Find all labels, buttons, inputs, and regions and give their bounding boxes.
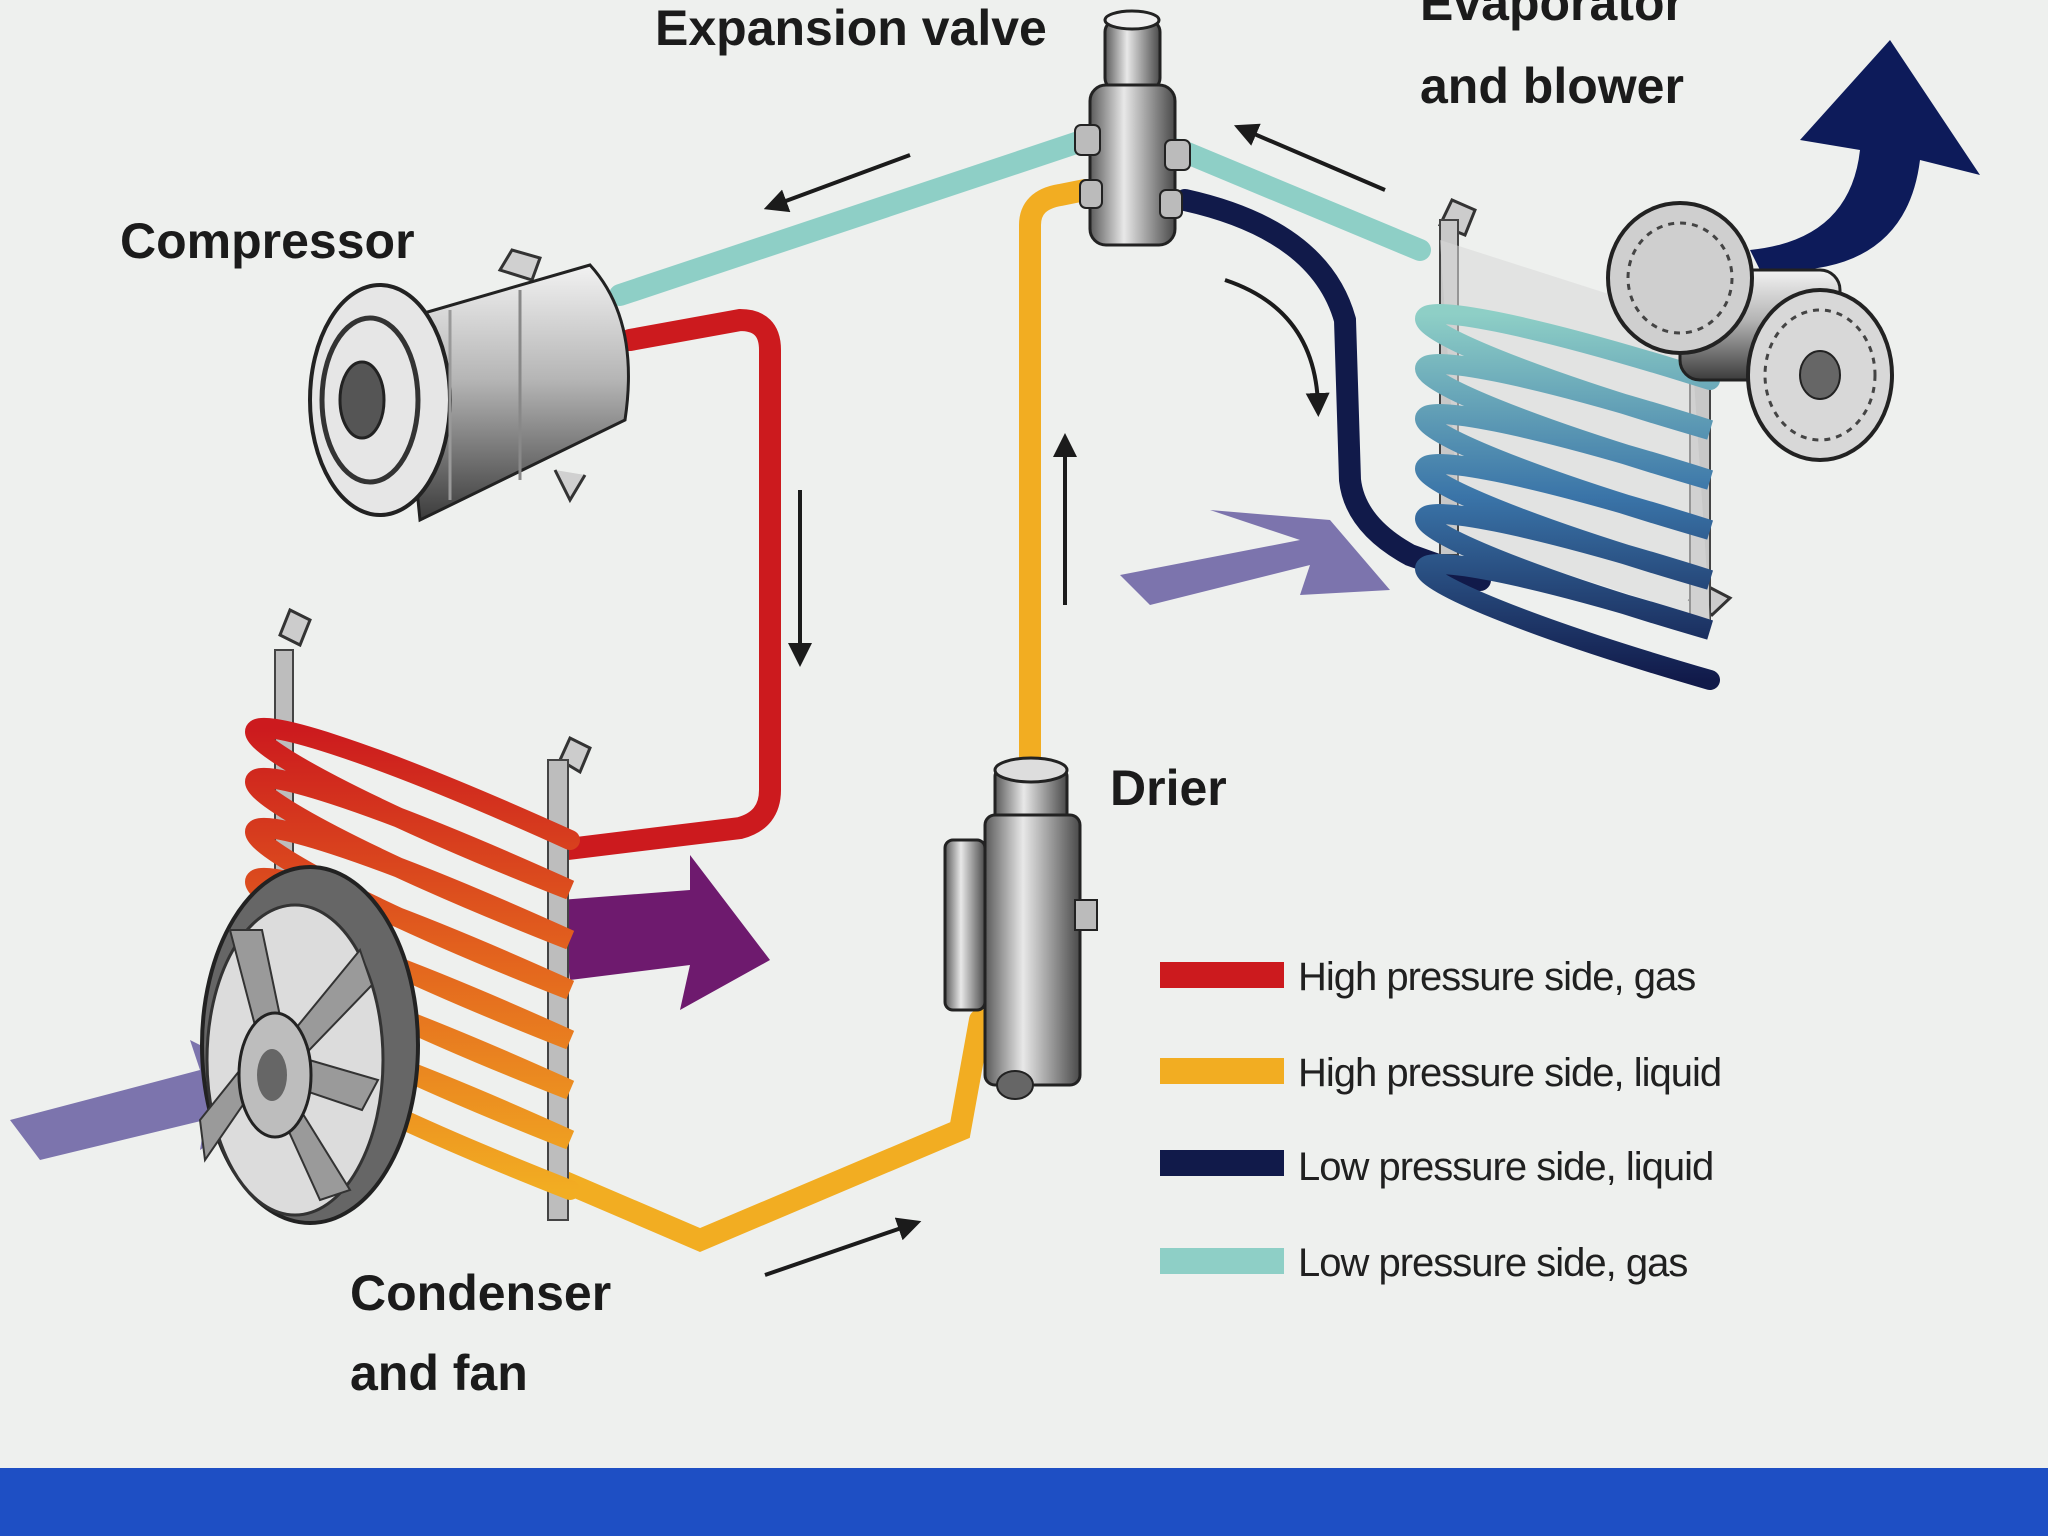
footer-bar [0, 1468, 2048, 1536]
legend-item: High pressure side, gas [1160, 955, 1696, 999]
high-pressure-liquid-line-upper [1019, 179, 1096, 791]
legend: High pressure side, gas High pressure si… [1160, 955, 1722, 1285]
drier-unit [943, 756, 1098, 1100]
legend-item: Low pressure side, liquid [1160, 1145, 1714, 1189]
cool-air-arrow [1750, 40, 1980, 271]
label-condenser: Condenser [350, 1265, 611, 1321]
legend-item: Low pressure side, gas [1160, 1241, 1688, 1285]
hot-air-arrow [560, 855, 770, 1010]
label-expansion-valve: Expansion valve [655, 0, 1047, 56]
expansion-valve-unit [1074, 9, 1191, 247]
label-and-blower: and blower [1420, 58, 1684, 114]
label-compressor: Compressor [120, 213, 415, 269]
flow-arrow [763, 153, 911, 213]
flow-arrow [1233, 123, 1386, 192]
legend-item: High pressure side, liquid [1160, 1051, 1722, 1095]
low-pressure-liquid-line [1174, 189, 1491, 591]
legend-swatch [1160, 1150, 1284, 1176]
legend-label: Low pressure side, gas [1298, 1241, 1687, 1285]
legend-label: Low pressure side, liquid [1298, 1145, 1713, 1189]
label-evaporator: Evaporator [1420, 0, 1684, 31]
legend-label: High pressure side, gas [1298, 955, 1695, 999]
compressor-unit [308, 248, 630, 523]
condenser-fan [198, 865, 420, 1225]
label-drier: Drier [1110, 760, 1227, 816]
legend-label: High pressure side, liquid [1298, 1051, 1721, 1095]
legend-swatch [1160, 1058, 1284, 1084]
legend-swatch [1160, 1248, 1284, 1274]
flow-arrow [1224, 278, 1330, 417]
evaporator-blower [1606, 201, 1894, 462]
flow-arrow [764, 1217, 922, 1277]
legend-swatch [1160, 962, 1284, 988]
air-flow-arrow-evaporator [1120, 510, 1390, 605]
high-pressure-liquid-line-lower [549, 1009, 991, 1252]
label-and-fan: and fan [350, 1345, 528, 1401]
high-pressure-gas-line [549, 308, 781, 861]
